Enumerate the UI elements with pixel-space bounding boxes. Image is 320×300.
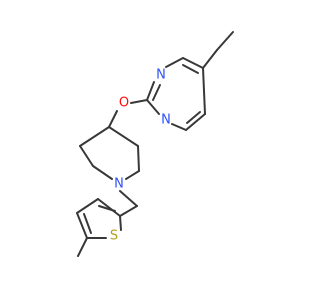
bond-pip-c5-c4 (79, 126, 110, 147)
bond-c2-o (130, 99, 148, 104)
bond-pyr-c5-c4 (182, 57, 204, 69)
bond-pyr-c6-c5 (185, 113, 206, 131)
atom-s-thiophene: S (110, 229, 118, 244)
bond-pyr-n3-c2-inner (152, 84, 161, 101)
bond-thio-s-c2 (119, 215, 122, 231)
bond-pyr-c4-c4-inner (182, 64, 199, 74)
bond-pyr-n1-c6 (171, 123, 187, 131)
bond-o-c4pip (108, 110, 118, 128)
molecule-structure: N N O N S (76, 31, 234, 257)
bond-pyr-n3-c2 (146, 81, 155, 101)
bond-pyr-c6-c5-inner (186, 111, 201, 124)
bond-pyr-c5-c5b (202, 67, 206, 115)
bond-thio-c2-c3 (97, 198, 121, 217)
bond-thio-c4-c5-inner (83, 213, 92, 234)
bond-n-ch2 (119, 190, 138, 207)
atom-o-ether: O (119, 96, 129, 111)
bond-thio-c2-c3-inner (98, 205, 116, 212)
bond-thio-c3-c4 (76, 198, 99, 214)
bond-thio-methyl (77, 237, 88, 257)
atom-n-piperidine: N (114, 177, 124, 192)
bond-thio-c4-c5 (76, 212, 88, 239)
bond-pyr-c4-n3 (165, 57, 184, 68)
atom-n-pyrimidine-top: N (156, 68, 166, 83)
bond-pip-c4-c3 (108, 126, 139, 147)
atom-n-pyrimidine-bottom: N (161, 113, 171, 128)
bond-ch2-thio (119, 205, 138, 217)
bond-pip-c3-c2 (137, 145, 140, 172)
bond-pip-c6-c5 (79, 145, 94, 167)
bond-pip-c2-n (125, 170, 140, 180)
bond-pyr-c2-n1 (146, 99, 160, 115)
bond-ethyl-ch2 (202, 49, 218, 69)
bond-pip-n-c6 (92, 165, 113, 180)
bond-ethyl-ch3 (216, 31, 234, 51)
